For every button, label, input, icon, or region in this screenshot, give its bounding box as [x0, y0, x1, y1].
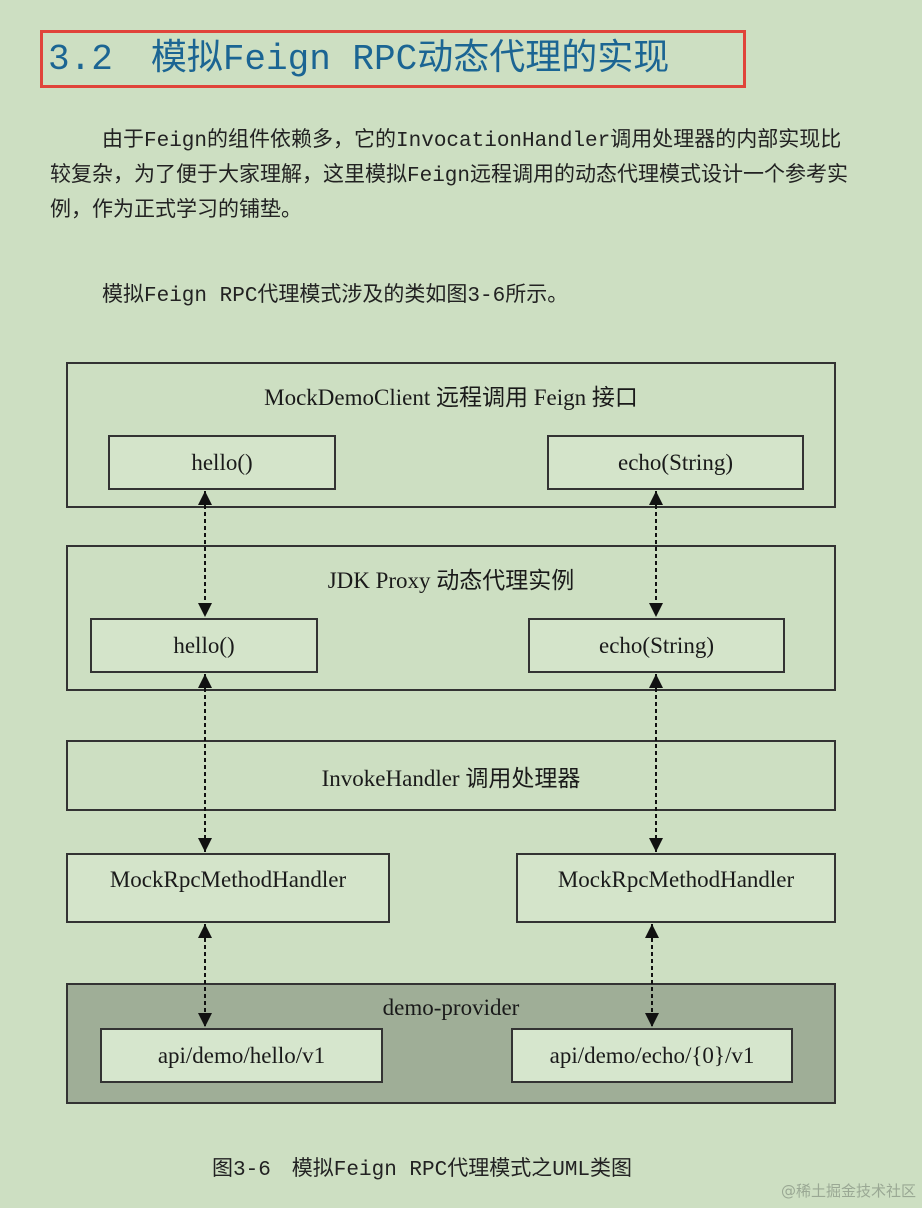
watermark: @稀土掘金技术社区	[780, 1182, 916, 1200]
proxy-hello-method: hello()	[90, 618, 318, 673]
method-handler-echo: MockRpcMethodHandler	[516, 853, 836, 923]
endpoint-echo: api/demo/echo/{0}/v1	[511, 1028, 793, 1083]
client-echo-method: echo(String)	[547, 435, 804, 490]
client-hello-method: hello()	[108, 435, 336, 490]
method-handler-hello-label: MockRpcMethodHandler	[109, 867, 347, 892]
invoke-handler-title: InvokeHandler 调用处理器	[321, 765, 581, 791]
endpoint-echo-label: api/demo/echo/{0}/v1	[549, 1042, 755, 1068]
proxy-echo-label: echo(String)	[599, 632, 714, 658]
endpoint-hello: api/demo/hello/v1	[100, 1028, 383, 1083]
heading-highlight-box	[40, 30, 746, 88]
proxy-hello-label: hello()	[173, 632, 235, 658]
client-interface-title: MockDemoClient 远程调用 Feign 接口	[264, 385, 638, 410]
invoke-handler-box: InvokeHandler 调用处理器	[66, 740, 836, 811]
client-echo-label: echo(String)	[618, 449, 733, 475]
endpoint-hello-label: api/demo/hello/v1	[157, 1042, 326, 1068]
jdk-proxy-box: JDK Proxy 动态代理实例	[66, 545, 836, 691]
demo-provider-title: demo-provider	[382, 995, 520, 1020]
method-handler-echo-label: MockRpcMethodHandler	[557, 867, 795, 892]
method-handler-hello: MockRpcMethodHandler	[66, 853, 390, 923]
intro-paragraph: 由于Feign的组件依赖多，它的InvocationHandler调用处理器的内…	[50, 130, 849, 223]
section-number: 3.2	[48, 39, 113, 80]
figure-reference-paragraph: 模拟Feign RPC代理模式涉及的类如图3-6所示。	[102, 285, 569, 308]
figure-caption: 图3-6 模拟Feign RPC代理模式之UML类图	[212, 1159, 633, 1182]
client-hello-label: hello()	[191, 449, 253, 475]
client-interface-box: MockDemoClient 远程调用 Feign 接口	[66, 362, 836, 508]
section-heading: 3.2 模拟Feign RPC动态代理的实现	[48, 34, 669, 86]
section-title: 模拟Feign RPC动态代理的实现	[150, 39, 670, 80]
jdk-proxy-title: JDK Proxy 动态代理实例	[327, 568, 575, 593]
proxy-echo-method: echo(String)	[528, 618, 785, 673]
